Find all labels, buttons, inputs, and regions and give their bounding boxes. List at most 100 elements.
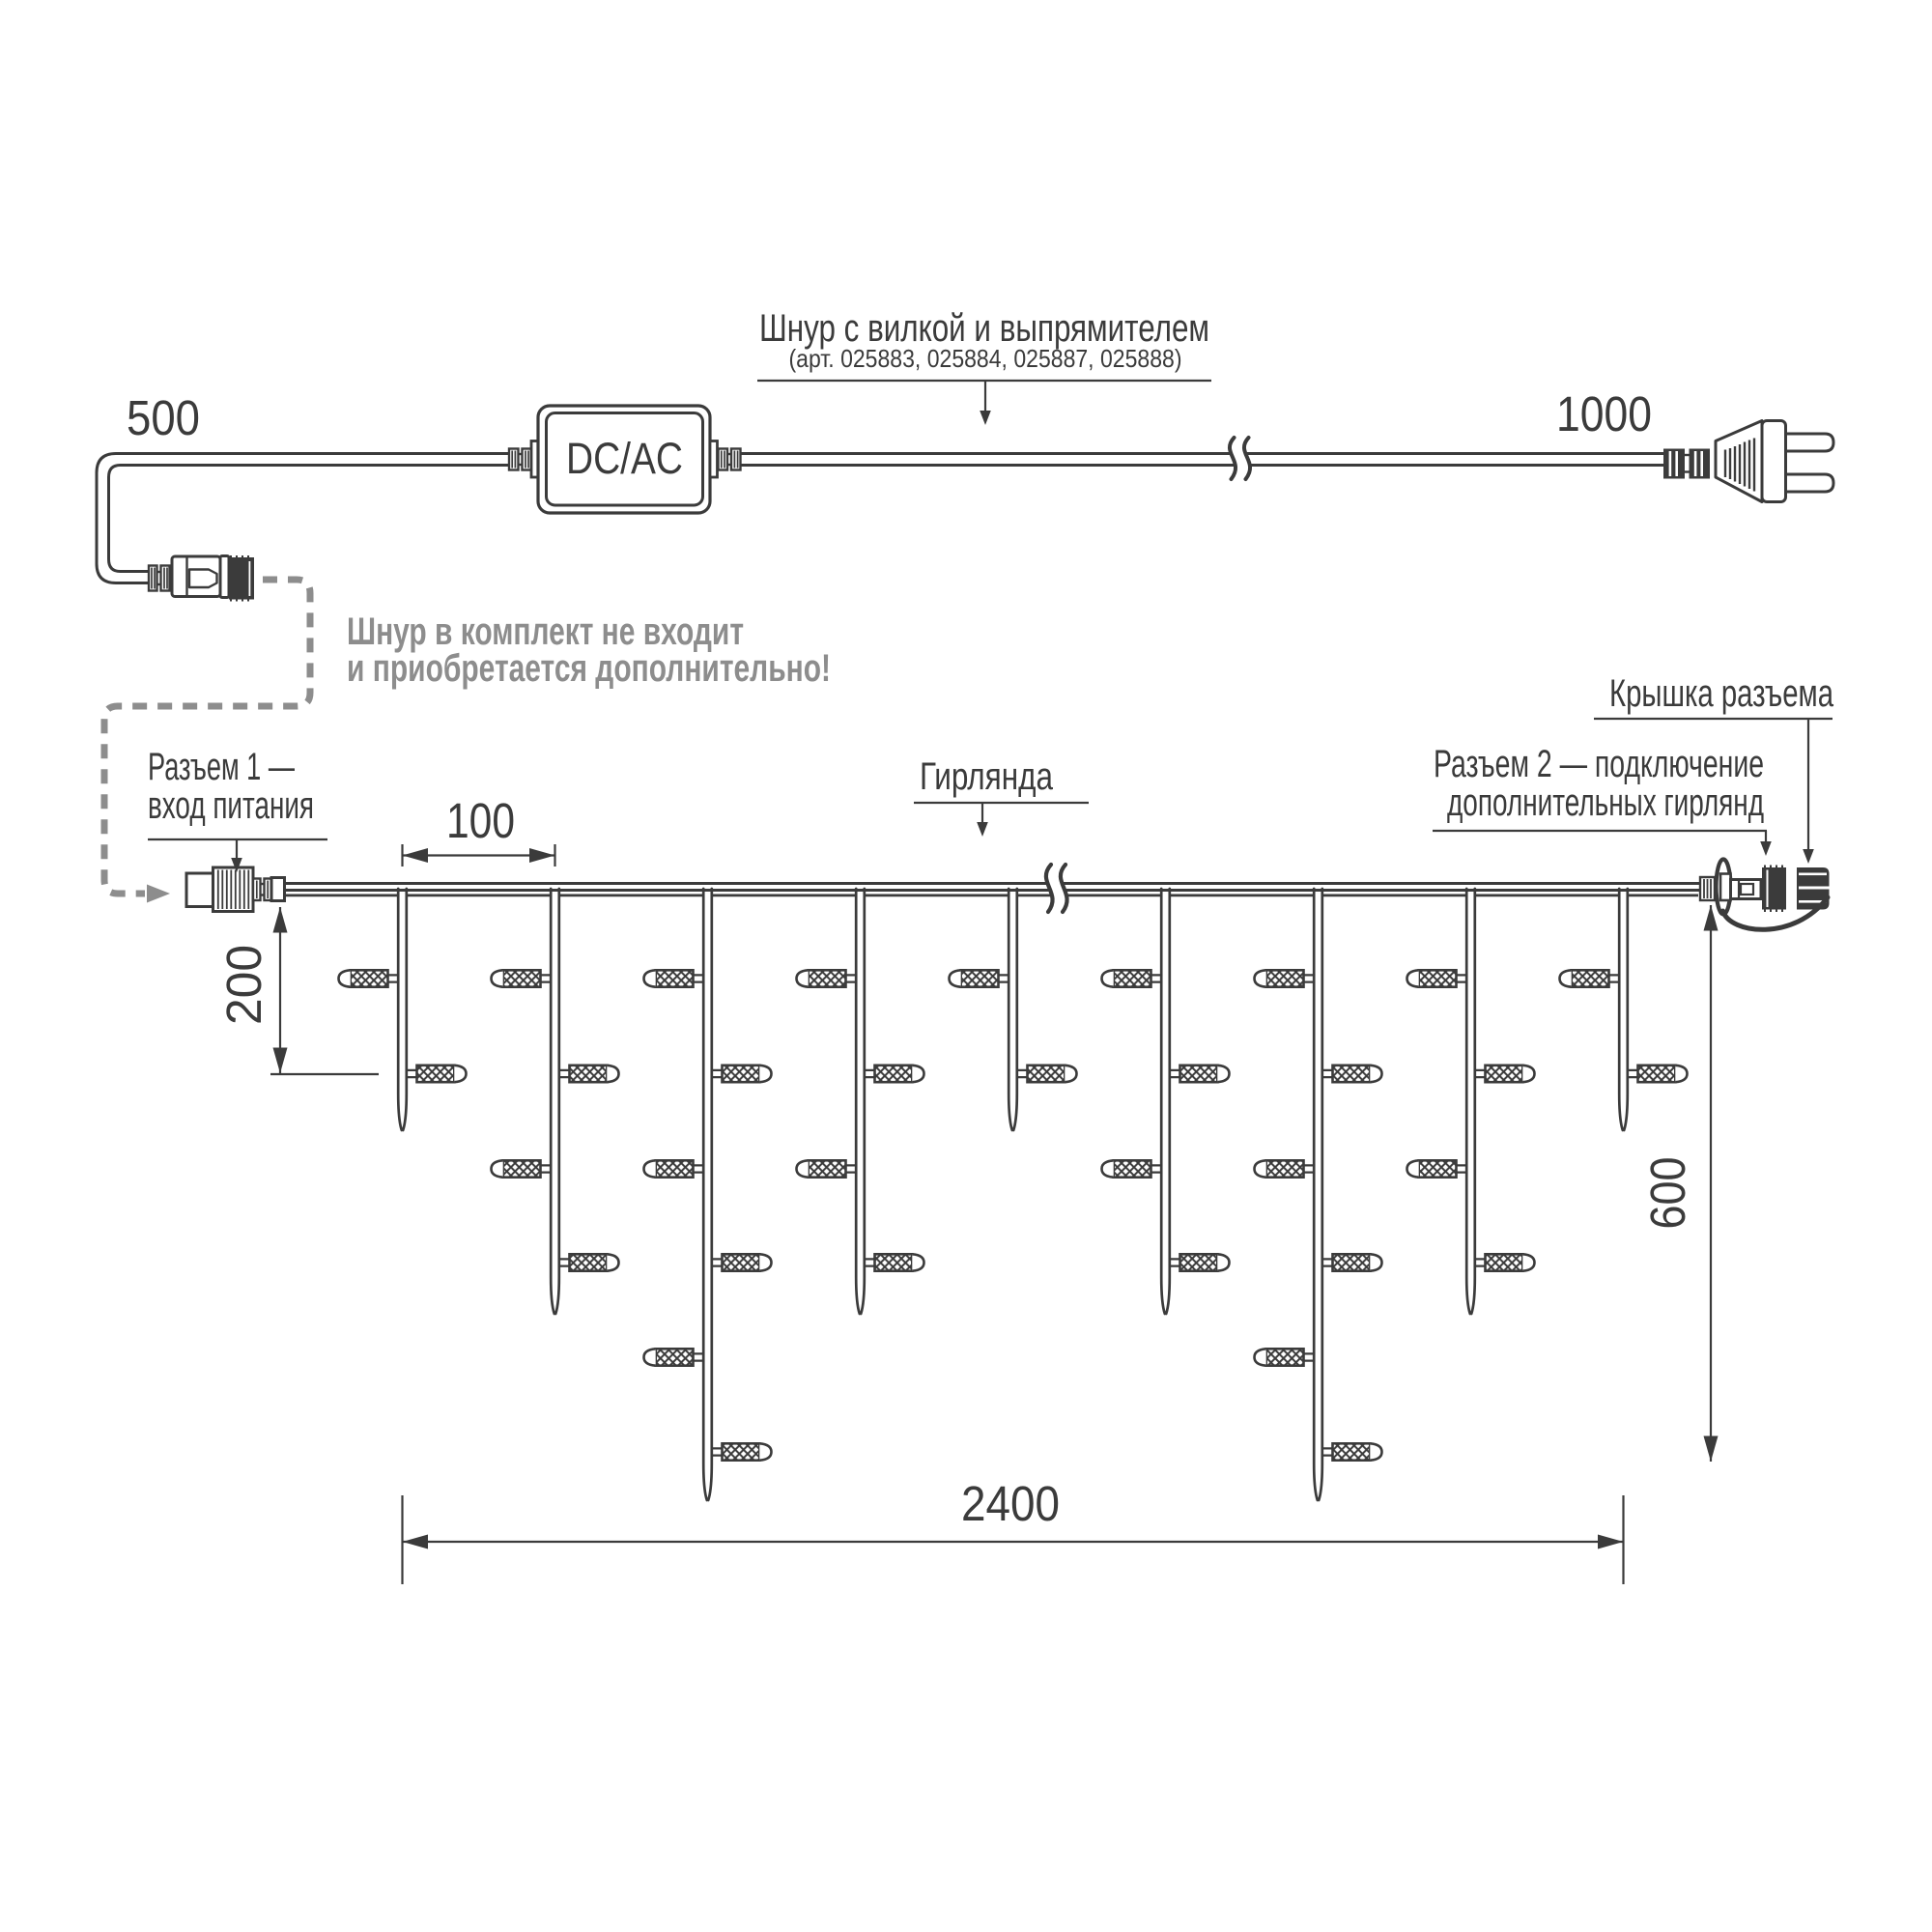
connector1-label-line2: вход питания: [148, 784, 314, 827]
drop-wire-left: [549, 887, 556, 1316]
bulb-stub: [1321, 1258, 1333, 1267]
bulb-body: [1484, 1064, 1524, 1084]
bulb-nose: [1217, 1253, 1231, 1272]
leader-cap: [1594, 717, 1833, 864]
led-bulb: [1015, 1064, 1078, 1084]
garland-drop: [490, 887, 620, 1316]
garland-drop: [948, 887, 1078, 1132]
led-bulb: [863, 1064, 925, 1084]
drop-wire-left: [1312, 887, 1320, 1502]
adapter-connector-thread: [229, 555, 254, 602]
bulb-stub: [1303, 1164, 1316, 1174]
drop-wire-left: [396, 887, 404, 1132]
bulb-body: [873, 1253, 914, 1273]
led-bulb: [1168, 1064, 1231, 1084]
drop-wire-left: [1159, 887, 1167, 1316]
led-bulb: [557, 1253, 620, 1273]
plug-body-back: [1760, 419, 1787, 503]
led-bulb: [710, 1253, 773, 1273]
bulb-nose: [1522, 1064, 1536, 1084]
bulb-body: [1179, 1253, 1219, 1273]
drop-wire-right: [1011, 887, 1019, 1132]
adapter-callout-articles: (арт. 025883, 025884, 025887, 025888): [789, 344, 1182, 373]
bulb-nose: [1522, 1253, 1536, 1272]
garland-connector-2: [1698, 857, 1831, 932]
led-bulb: [337, 968, 400, 988]
led-bulb: [490, 1159, 553, 1179]
bulb-nose: [1217, 1064, 1231, 1084]
dcac-box-inner: [545, 412, 704, 507]
bulb-stub: [1168, 1258, 1180, 1267]
bulb-body: [349, 968, 389, 988]
adapter-cable-left-outer: [95, 452, 512, 584]
bulb-stub: [845, 974, 858, 983]
connector2-cap: [1797, 867, 1830, 910]
callout-leaders: [148, 379, 1833, 872]
dim-label-2400: 2400: [961, 1476, 1060, 1531]
drop-wire-left: [1007, 887, 1014, 1132]
bulb-nose: [1406, 1159, 1419, 1179]
bulb-nose: [1065, 1064, 1078, 1084]
adapter-cable-left-inner: [107, 464, 512, 573]
bulb-stub: [1626, 1068, 1638, 1079]
dim-2400: [401, 1495, 1625, 1584]
bulb-body: [1570, 968, 1610, 988]
connector1-nut: [212, 866, 255, 913]
bulb-body: [1026, 1064, 1066, 1084]
bulb-body: [1264, 1348, 1305, 1368]
bulb-stub: [387, 974, 400, 983]
bulb-nose: [1675, 1064, 1689, 1084]
drop-wire-right: [1317, 887, 1324, 1502]
bulb-nose: [948, 969, 961, 988]
led-bulb: [1253, 1348, 1316, 1368]
led-bulb: [1558, 968, 1621, 988]
bulb-stub: [1168, 1068, 1180, 1079]
bulb-stub: [557, 1068, 570, 1079]
bulb-nose: [490, 1159, 503, 1179]
garland-wire-break-icon: [1043, 860, 1069, 918]
drop-wire-left: [701, 887, 709, 1502]
bulb-nose: [490, 969, 503, 988]
bulb-body: [807, 968, 847, 988]
bulb-stub: [863, 1068, 875, 1079]
warning-note-line1: Шнур в комплект не входит: [347, 611, 744, 653]
bulb-body: [1112, 968, 1152, 988]
garland-drop: [1100, 887, 1231, 1316]
power-plug: [1663, 419, 1835, 503]
bulb-body: [1264, 1159, 1305, 1179]
led-bulb: [1100, 1159, 1163, 1179]
dim-label-100: 100: [446, 793, 515, 848]
bulb-stub: [845, 1164, 858, 1174]
bulb-stub: [1015, 1068, 1028, 1079]
bulb-body: [1417, 1159, 1458, 1179]
warning-note-line2: и приобретается дополнительно!: [347, 647, 831, 690]
bulb-stub: [1151, 974, 1163, 983]
bulb-body: [873, 1064, 914, 1084]
connector2-tether-cord: [1720, 895, 1831, 932]
garland-drops: [337, 887, 1689, 1502]
garland-wire: [284, 882, 1700, 897]
led-bulb: [1100, 968, 1163, 988]
bulb-nose: [759, 1442, 773, 1462]
bulb-stub: [1608, 974, 1621, 983]
drop-wire-left: [854, 887, 862, 1316]
bulb-stub: [710, 1258, 723, 1267]
bulb-stub: [998, 974, 1010, 983]
bulb-stub: [1321, 1068, 1333, 1079]
drop-wire-left: [1464, 887, 1472, 1316]
bulb-stub: [1473, 1068, 1486, 1079]
dcac-right-gland: [717, 447, 742, 471]
led-bulb: [1473, 1253, 1536, 1273]
dim-100: [401, 844, 556, 867]
bulb-stub: [1473, 1258, 1486, 1267]
dim-label-200: 200: [216, 945, 271, 1025]
bulb-stub: [1321, 1447, 1333, 1457]
bulb-stub: [710, 1447, 723, 1457]
bulb-body: [501, 1159, 542, 1179]
dcac-box: [507, 404, 742, 515]
led-bulb: [1406, 968, 1468, 988]
bulb-nose: [1370, 1442, 1383, 1462]
led-bulb: [1626, 1064, 1689, 1084]
bulb-nose: [1370, 1253, 1383, 1272]
